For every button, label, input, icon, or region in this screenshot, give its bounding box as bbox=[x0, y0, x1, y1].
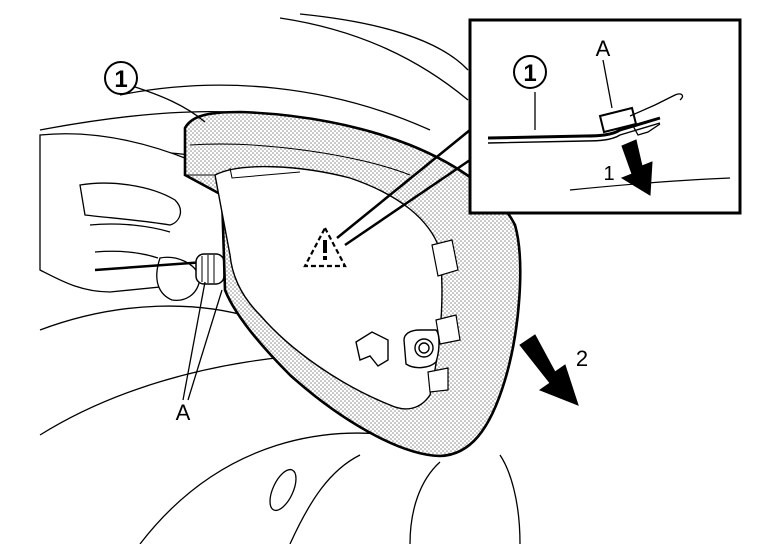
part-callout-main bbox=[104, 61, 138, 95]
part-label-inset: 1 bbox=[523, 60, 536, 87]
part-callout-inset bbox=[513, 55, 547, 89]
label-leader-lines bbox=[131, 59, 613, 401]
inset-leader-lines bbox=[336, 129, 471, 247]
clip-label-inset: A bbox=[596, 36, 611, 61]
clip-label-main: A bbox=[176, 400, 191, 425]
part-label-main: 1 bbox=[114, 66, 127, 93]
arrow-label-inset: 1 bbox=[603, 163, 614, 185]
arrow-icon-main bbox=[519, 334, 579, 406]
detail-inset bbox=[468, 18, 742, 215]
arrow-icon bbox=[620, 139, 653, 196]
arrow-label-main: 2 bbox=[576, 346, 588, 371]
panel-clip-hole bbox=[355, 329, 440, 369]
triangle-exclamation-icon bbox=[303, 225, 347, 268]
